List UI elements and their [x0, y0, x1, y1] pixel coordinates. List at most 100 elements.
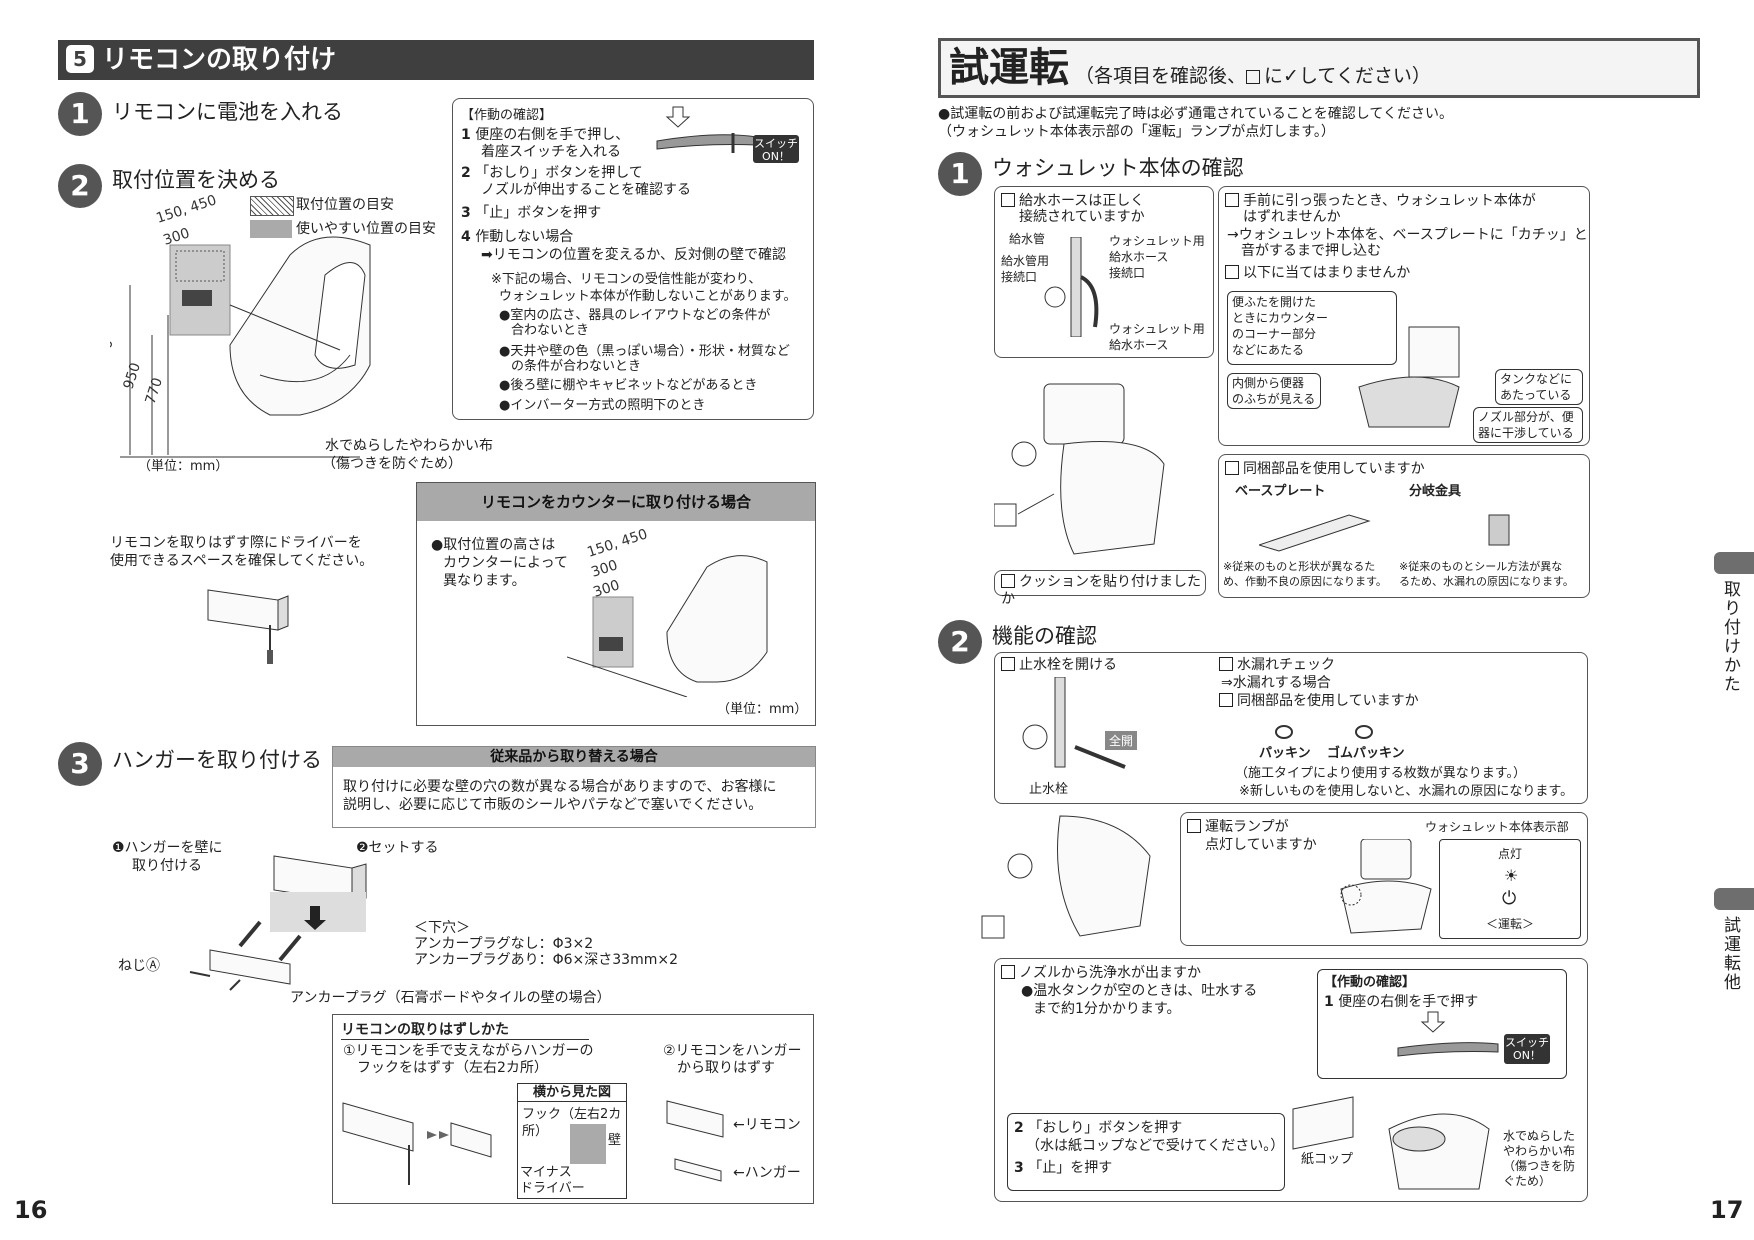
label-water-pipe: 給水管 — [1009, 232, 1046, 246]
operation-item-2: 2 「おしり」ボタンを押して — [461, 165, 643, 182]
nozzle-cloth-l3: （傷つきを防 — [1503, 1159, 1576, 1173]
condition-2-l2: のふちが見える — [1232, 392, 1316, 406]
nozzle-check-box: ノズルから洗浄水が出ますか ●温水タンクが空のときは、吐水する まで約1分かかり… — [994, 958, 1588, 1202]
valve-parts-text: 同梱部品を使用していますか — [1237, 693, 1419, 709]
section-number: 5 — [66, 44, 94, 73]
valve-parts-checkbox — [1219, 693, 1233, 707]
operation-item-1b: 着座スイッチを入れる — [481, 144, 621, 160]
condition-2-box: 内側から便器のふちが見える — [1227, 373, 1321, 409]
driver-label-1: マイナス — [520, 1165, 572, 1180]
hose-check-text: 給水ホースは正しく — [1019, 193, 1145, 209]
side-tab-trial-label: 試運転他 — [1720, 916, 1740, 992]
washlet-side-illustration — [1358, 326, 1460, 428]
valve-check-text: 止水栓を開ける — [1019, 657, 1117, 673]
hanger-sub-1: ❶ハンガーを壁に — [112, 840, 223, 856]
packing-label: パッキン — [1259, 746, 1311, 761]
removal-illustration-2 — [666, 1100, 724, 1182]
parts-checkbox — [1225, 461, 1239, 475]
subtitle-checkbox-icon — [1246, 70, 1261, 84]
nozzle-cloth-note: 水でぬらしたやわらかい布（傷つきを防ぐため） — [1503, 1129, 1575, 1189]
cloth-note-1: 水でぬらしたやわらかい布 — [325, 438, 493, 454]
stop-valve-illustration — [1022, 677, 1126, 769]
legend-gray-swatch — [250, 220, 292, 238]
lamp-lit-icon: ☀ — [1504, 866, 1519, 885]
side-tab-trial[interactable] — [1714, 888, 1754, 910]
operation-item-1-num: 1 — [461, 127, 471, 143]
condition-1-l3: のコーナー部分 — [1232, 327, 1317, 341]
label-hose-1: ウォシュレット用 — [1109, 234, 1205, 248]
branch-fitting-label: 分岐金具 — [1409, 484, 1462, 499]
legend-hatch-label: 取付位置の目安 — [296, 197, 394, 213]
nozzle-op-3-num: 3 — [1014, 1160, 1024, 1176]
condition-3: タンクなどにあたっている — [1500, 371, 1572, 403]
legend-gray-label: 使いやすい位置の目安 — [296, 221, 436, 237]
unit-label: （単位：mm） — [138, 459, 229, 474]
pull-arrow-2: 音がするまで押し込む — [1241, 243, 1381, 259]
run-label: ＜運転＞ — [1486, 917, 1535, 931]
label-hose2-2: 給水ホース — [1109, 338, 1169, 352]
step-3-title: ハンガーを取り付ける — [112, 748, 322, 772]
seat-press-illustration — [656, 106, 799, 163]
nozzle-check-text: ノズルから洗浄水が出ますか — [1019, 965, 1201, 981]
power-icon: ⏻ — [1502, 888, 1517, 909]
operation-bullet-3: ●後ろ壁に棚やキャビネットなどがあるとき — [499, 378, 758, 393]
remote-with-driver-illustration — [207, 589, 289, 664]
cushion-text: クッションを貼り付けましたか — [1001, 574, 1201, 607]
hanger-illustration — [189, 855, 367, 991]
rubber-packing-icon — [1355, 725, 1373, 739]
nozzle-op-1-text: 便座の右側を手で押す — [1338, 994, 1479, 1010]
nozzle-steps-box: 2 「おしり」ボタンを押す （水は紙コップなどで受けてください。） 3 「止」を… — [1007, 1113, 1285, 1191]
counter-text-2: カウンターによって — [443, 555, 568, 571]
washlet-illustration-2 — [981, 815, 1151, 939]
anchor-plug-note: アンカープラグ（石膏ボードやタイルの壁の場合） — [290, 990, 611, 1006]
label-valve-1: 給水管用 — [1001, 254, 1050, 268]
parts-note-1b: め、作動不良の原因になります。 — [1223, 575, 1387, 588]
lit-label: 点灯 — [1498, 847, 1523, 861]
operation-item-4-text: 作動しない場合 — [475, 229, 574, 245]
cushion-check-box: クッションを貼り付けましたか — [994, 570, 1206, 607]
step-1-title: リモコンに電池を入れる — [112, 100, 343, 124]
counter-dim-300b: 300 — [591, 577, 621, 600]
operation-bullet-4: ●インバーター方式の照明下のとき — [499, 398, 706, 413]
washlet-illustration-1 — [994, 383, 1165, 555]
hanger-label: ←ハンガー — [733, 1165, 801, 1181]
trial-step-1-badge: 1 — [938, 152, 982, 196]
remote-label: ←リモコン — [733, 1117, 801, 1133]
operation-bullet-2: ●天井や壁の色（黒っぽい場合）・形状・材質など — [499, 344, 790, 359]
pull-check-line-1: 手前に引っ張ったとき、ウォシュレット本体が — [1225, 193, 1536, 210]
operation-item-4b: ➡リモコンの位置を変えるか、反対側の壁で確認 — [481, 247, 787, 263]
removal-title: リモコンの取りはずしかた — [341, 1019, 589, 1040]
hose-check-line-1: 給水ホースは正しく — [1001, 193, 1144, 210]
operation-item-3-num: 3 — [461, 205, 471, 221]
removal-step-2: ②リモコンをハンガー — [663, 1043, 802, 1059]
valve-checkbox — [1001, 657, 1015, 671]
removal-step-1: ①リモコンを手で支えながらハンガーの — [343, 1043, 594, 1059]
counter-illustration: 150, 450 300 300 — [567, 527, 768, 697]
operation-item-2b: ノズルが伸出することを確認する — [481, 182, 691, 198]
nozzle-op-1-num: 1 — [1324, 994, 1334, 1010]
parts-note-2b: るため、水漏れの原因になります。 — [1399, 575, 1574, 588]
nozzle-op-1: 1 便座の右側を手で押す — [1324, 994, 1478, 1011]
page-number-left: 16 — [14, 1196, 48, 1224]
parts-check-box: 同梱部品を使用していますか ベースプレート 分岐金具 ※従来のものと形状が異なる… — [1218, 454, 1590, 598]
operation-note-1b: ウォシュレット本体が作動しないことがあります。 — [499, 289, 797, 304]
screw-label: ねじⒶ — [118, 958, 160, 974]
hose-connection-illustration — [1044, 237, 1099, 337]
parts-check-text: 同梱部品を使用していますか — [1243, 461, 1425, 477]
valve-check-box: 止水栓を開ける 全開 止水栓 水漏れチェック ⇒水漏れする場合 同梱部品を使用し… — [994, 652, 1588, 804]
hose-check-line-2: 接続されていますか — [1019, 209, 1145, 225]
nozzle-cloth-l2: やわらかい布 — [1503, 1144, 1576, 1158]
lamp-check-text: 運転ランプが — [1205, 819, 1289, 835]
driver-label-2: ドライバー — [520, 1181, 585, 1196]
cushion-checkbox — [1001, 574, 1015, 588]
label-hose-2: 給水ホース — [1109, 250, 1169, 264]
wall-label: 壁 — [608, 1133, 622, 1148]
hose-check-checkbox — [1001, 193, 1015, 207]
condition-1-l4: などにあたる — [1232, 343, 1305, 357]
condition-1-box: 便ふたを開けたときにカウンターのコーナー部分などにあたる — [1227, 291, 1397, 365]
side-tab-install[interactable] — [1714, 552, 1754, 574]
condition-1-l1: 便ふたを開けた — [1232, 295, 1317, 309]
